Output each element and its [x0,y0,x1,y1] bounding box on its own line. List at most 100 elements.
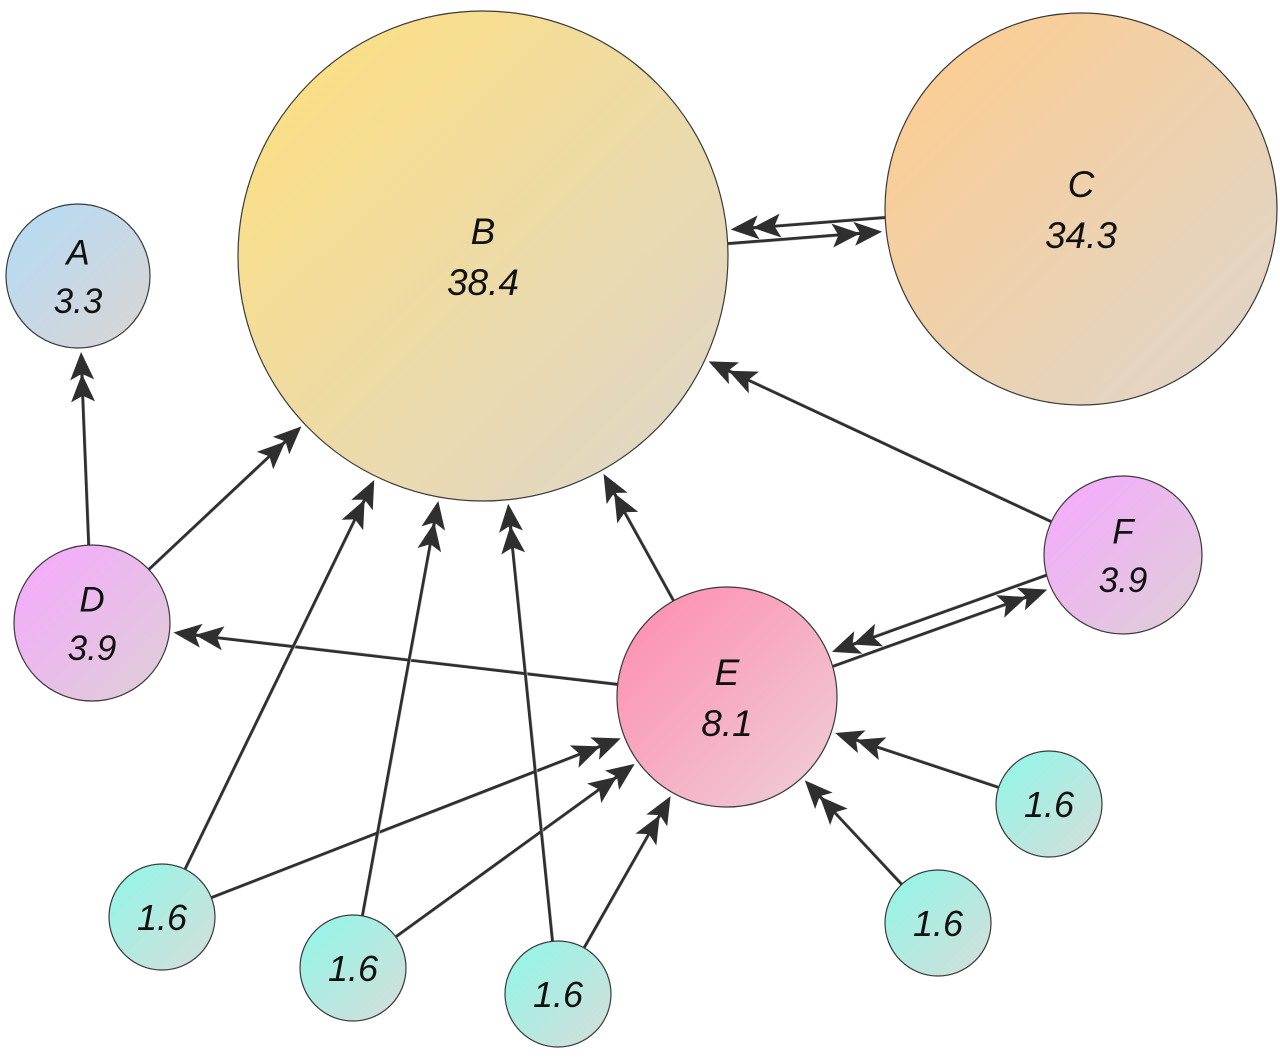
edge-highlight [833,604,1011,669]
edge-highlight [873,743,1000,787]
node-circle [884,12,1278,406]
arrow-head-back-icon [996,595,1027,618]
node-e: E8.1 [616,586,838,808]
arrow-head-tip-icon [70,351,95,381]
node-score-label: 3.9 [68,629,117,668]
edge-d-to-b [147,426,302,572]
edge-line [507,508,555,943]
edge-highlight [211,753,585,900]
edge-highlight [623,507,676,601]
arrow-head-tip-icon [590,737,621,760]
node-score-label: 1.6 [137,897,188,938]
arrow-head-back-icon [417,522,442,553]
arrow-head-tip-icon [421,500,446,531]
node-f: F 3.9 [1043,475,1203,635]
node-circle [13,544,171,702]
edges-layer [70,213,1054,950]
edge-e-to-d [173,623,620,686]
node-circle [616,586,838,808]
edge-highlight [868,573,1046,638]
arrow-head-back-icon [341,499,365,531]
arrow-head-back-icon [614,493,639,524]
node-b: B 38.4 [237,10,729,502]
edge-l2-to-b [360,500,446,918]
arrow-head-tip-icon [831,631,863,654]
edge-d-to-a [70,351,96,547]
edge-b-to-c [726,221,883,248]
arrow-head-tip-icon [351,479,375,511]
edge-line [183,483,374,871]
node-circle [1043,475,1203,635]
node-name-label: F [1112,512,1136,551]
node-circle [884,869,992,977]
edge-highlight [832,808,904,884]
edge-highlight [770,215,885,226]
node-name-label: C [1068,164,1095,205]
edge-highlight [585,831,653,949]
node-l1: 1.6 [108,863,216,971]
arrow-head-back-icon [752,213,782,238]
arrow-head-tip-icon [1016,587,1048,611]
edge-l3-to-e [582,796,671,950]
edge-highlight [83,391,91,546]
arrow-head-tip-icon [730,215,760,240]
arrow-head-tip-icon [272,426,302,455]
node-name-label: B [471,211,496,252]
arrow-head-tip-icon [708,361,740,385]
node-l3: 1.6 [504,940,612,1048]
edge-line [712,362,1054,524]
edge-l1-to-e [209,737,621,900]
arrow-head-back-icon [728,370,759,394]
node-name-label: A [64,233,89,272]
edge-l1-to-b [183,479,375,871]
arrow-head-tip-icon [853,221,883,246]
node-score-label: 1.6 [1024,784,1075,825]
node-c: C 34.3 [884,12,1278,406]
edge-highlight [213,635,618,684]
edge-f-to-e [831,573,1048,654]
arrow-head-back-icon [195,626,225,651]
edge-line [209,738,617,900]
arrow-head-tip-icon [173,623,203,648]
edge-f-to-b [708,361,1054,524]
arrow-head-tip-icon [604,763,635,791]
node-score-label: 1.6 [328,948,379,989]
edge-line [394,765,632,939]
node-score-label: 1.6 [533,974,584,1015]
arrow-head-tip-icon [804,780,833,809]
arrow-head-back-icon [569,745,601,768]
edge-highlight [149,454,274,572]
edge-e-to-b [603,473,676,603]
node-circle [504,940,612,1048]
arrow-head-back-icon [831,223,861,248]
node-l5: 1.6 [884,869,992,977]
edge-highlight [396,788,604,939]
arrow-head-tip-icon [835,730,866,754]
arrow-head-back-icon [856,737,887,761]
edge-l2-to-e [394,763,635,939]
edge-highlight [745,376,1053,521]
edge-l4-to-e [835,730,1001,789]
arrow-head-tip-icon [499,503,523,533]
edge-highlight [363,540,434,917]
arrow-head-back-icon [501,525,526,555]
nodes-layer: A 3.3 B 38.4 C 34.3D3.9 E8.1 F 3.9 1.6 1.6 1.6 1.6 1.… [5,10,1278,1048]
arrow-head-back-icon [71,373,96,403]
node-score-label: 1.6 [913,903,964,944]
edge-highlight [186,516,359,871]
arrow-head-back-icon [587,776,617,803]
arrow-head-back-icon [819,796,848,826]
edge-line [177,631,620,686]
arrow-head-back-icon [256,441,286,470]
node-score-label: 3.9 [1099,561,1148,600]
node-score-label: 8.1 [701,703,752,744]
node-circle [108,863,216,971]
node-l4: 1.6 [995,750,1103,858]
arrow-head-tip-icon [646,796,671,827]
node-circle [995,750,1103,858]
node-score-label: 38.4 [447,262,519,303]
node-d: D3.9 [13,544,171,702]
node-score-label: 3.3 [54,282,103,321]
node-score-label: 34.3 [1045,215,1117,256]
